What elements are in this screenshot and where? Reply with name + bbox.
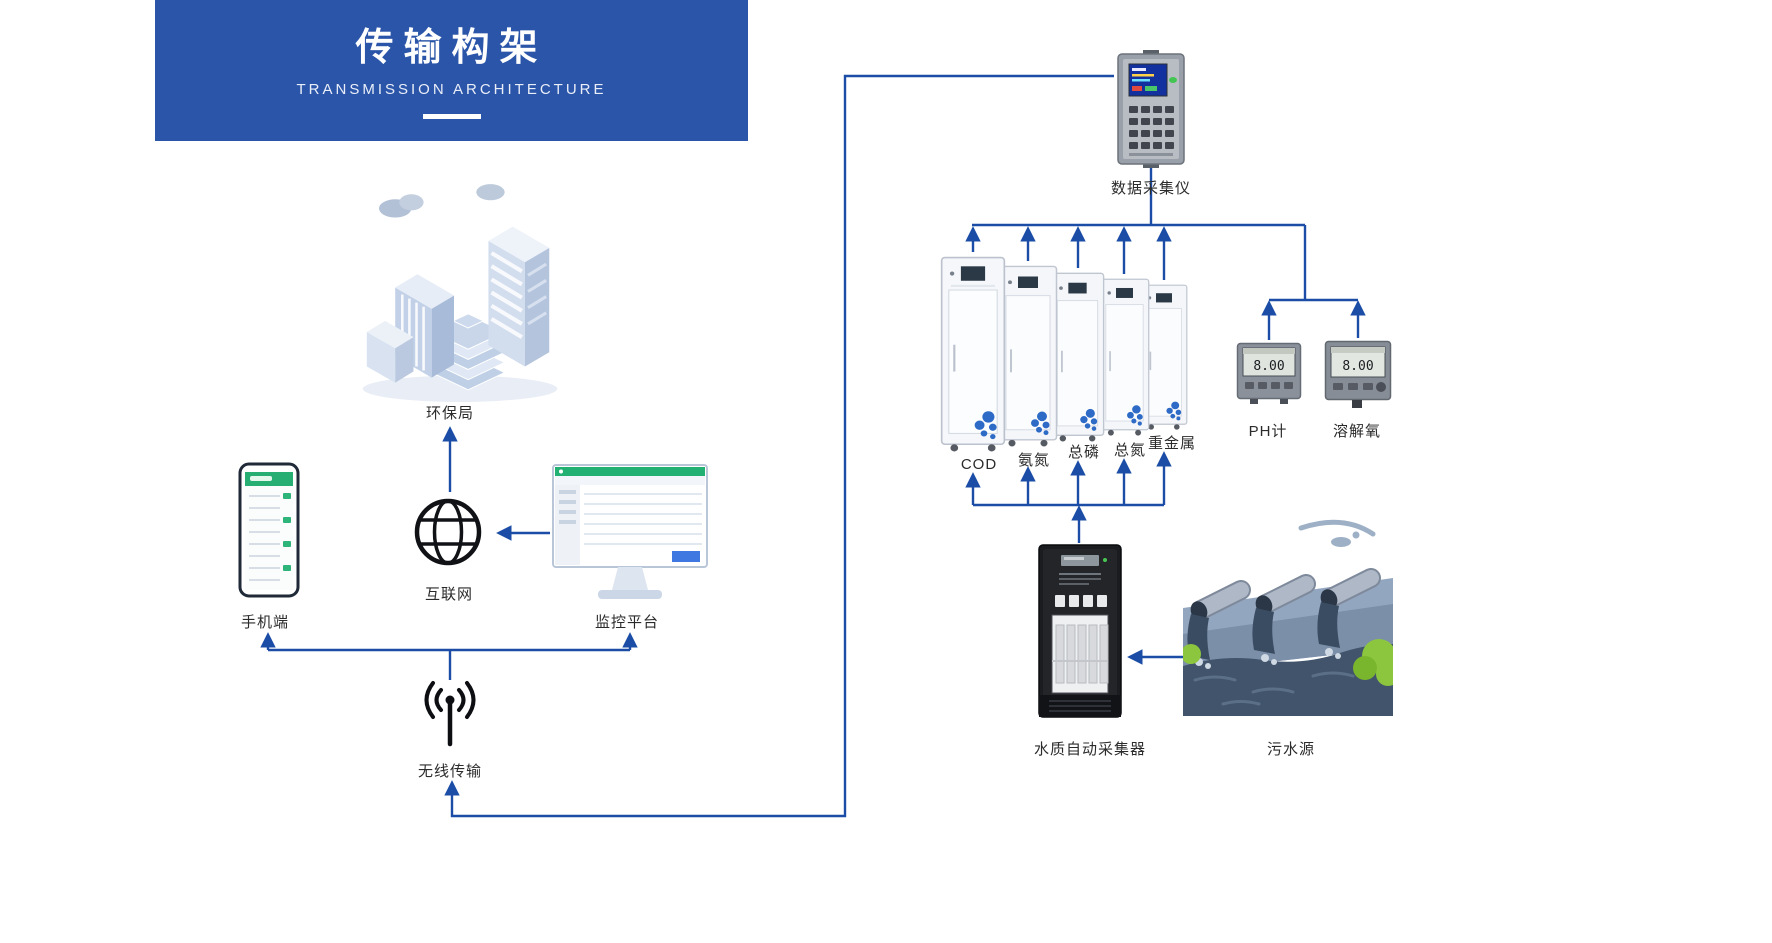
analyzer-label-heavymetal: 重金属: [1147, 435, 1197, 452]
sewage-illustration: [1183, 516, 1393, 716]
analyzer-label-nh3n: 氨氮: [1017, 452, 1051, 469]
platform-illustration: [552, 464, 708, 606]
analyzer-cabinet-tn: [1099, 278, 1150, 436]
sampler-screen: [1061, 555, 1099, 566]
sewage-label: 污水源: [1266, 741, 1316, 758]
internet-globe-icon: [413, 498, 483, 568]
title-banner: 传输构架 TRANSMISSION ARCHITECTURE: [155, 0, 748, 141]
banner-underline: [422, 114, 481, 119]
epa-label: 环保局: [425, 405, 475, 422]
analyzer-cabinet-tp: [1050, 272, 1105, 442]
internet-label: 互联网: [424, 586, 474, 603]
datalogger-illustration: [1115, 50, 1187, 168]
page-title: 传输构架: [355, 27, 548, 69]
ph-meter-label: PH计: [1248, 423, 1288, 440]
page-subtitle: TRANSMISSION ARCHITECTURE: [296, 81, 607, 98]
ph-meter-reading: 8.00: [1253, 359, 1284, 374]
analyzer-label-tn: 总氮: [1113, 442, 1147, 459]
do-meter-illustration: 8.00: [1324, 340, 1392, 408]
analyzer-cabinet-nh3n: [998, 265, 1058, 447]
do-meter-reading: 8.00: [1342, 359, 1373, 374]
mobile-label: 手机端: [240, 614, 290, 631]
platform-label: 监控平台: [594, 614, 660, 631]
sampler-label: 水质自动采集器: [1033, 741, 1147, 758]
sampler-illustration: [1035, 543, 1125, 723]
wireless-antenna-icon: [418, 680, 482, 754]
wireless-label: 无线传输: [417, 763, 483, 780]
epa-building-illustration: [338, 178, 572, 406]
analyzer-cabinet-heavymetal: [1140, 284, 1188, 430]
ph-meter-illustration: 8.00: [1236, 342, 1302, 404]
datalogger-label: 数据采集仪: [1110, 180, 1192, 197]
analyzer-label-cod: COD: [960, 456, 998, 473]
do-meter-label: 溶解氧: [1332, 423, 1382, 440]
mobile-illustration: [238, 462, 300, 598]
analyzer-label-tp: 总磷: [1067, 444, 1101, 461]
analyzer-cabinet-cod: [940, 256, 1006, 452]
